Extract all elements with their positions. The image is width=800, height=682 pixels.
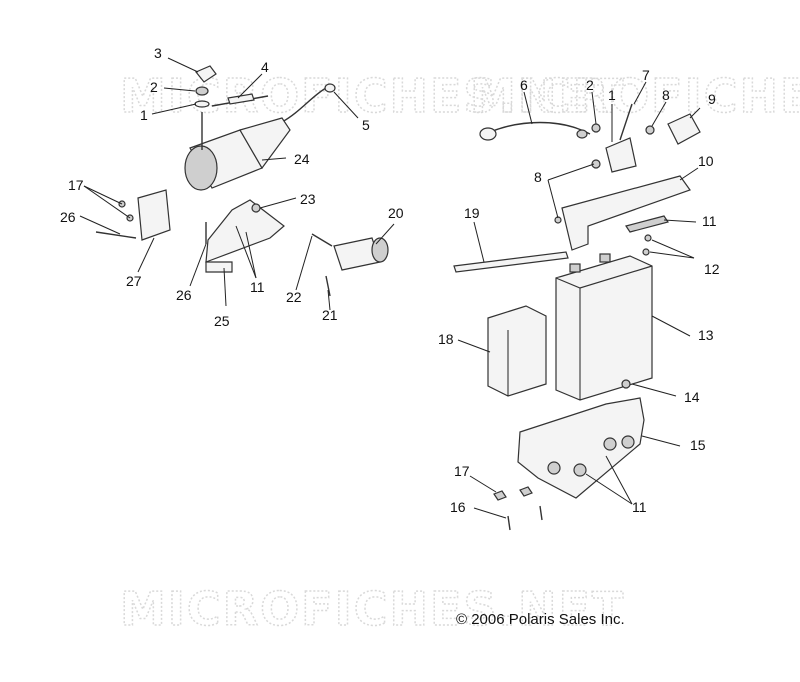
callout: 2 [150,79,158,95]
foam-pad [487,305,547,397]
watermark-top-right: MICROFICHES.NET [470,69,800,123]
cable-sleeve [227,93,255,105]
callout: 23 [300,191,316,207]
callout: 11 [632,499,647,515]
clip-23 [251,203,261,213]
bolt-14 [621,379,631,389]
cable-5 [281,87,327,123]
screw-12b [642,248,650,256]
callout: 20 [388,205,404,221]
nut-8a [645,125,655,135]
callout: 22 [286,289,302,305]
bolt-21 [325,275,331,297]
nut [195,86,209,96]
callout: 4 [261,59,269,75]
leader-lines [79,57,701,519]
tray-hole-a [603,437,617,451]
starter-motor-group [95,65,389,297]
motor-bracket [137,189,171,241]
bolt-16a [507,515,511,531]
bolt-22 [311,233,333,247]
battery-terminal-pos [599,253,611,263]
nut-17 [493,490,507,501]
callout: 11 [250,279,265,295]
terminal-cover [667,113,701,145]
nut-17b [519,486,533,497]
callout: 10 [698,153,714,169]
starter-motor-shaft [239,117,291,170]
callout: 7 [642,67,650,83]
battery-strap [453,251,569,273]
callout-numbers: 3 2 4 1 5 24 17 26 27 23 26 11 25 20 22 … [60,45,720,515]
callout: 1 [140,107,148,123]
callout: 5 [362,117,370,133]
callout: 16 [450,499,466,515]
cable-6-lug [479,127,497,141]
relay-lead [619,103,633,141]
washer [194,100,210,108]
callout: 1 [608,87,616,103]
bolt-16b [539,505,543,521]
battery-tray [517,397,645,499]
screw-12a [644,234,652,242]
callout: 25 [214,313,230,329]
callout: 21 [322,307,338,323]
callout: 26 [176,287,192,303]
callout: 9 [708,91,716,107]
callout: 24 [294,151,310,167]
copyright-text: © 2006 Polaris Sales Inc. [456,611,625,628]
callout: 15 [690,437,706,453]
callout: 8 [534,169,542,185]
cable-6 [489,121,591,135]
callout: 12 [704,261,720,277]
callout: 19 [464,205,480,221]
tray-hole-c [547,461,561,475]
callout: 17 [68,177,84,193]
callout: 8 [662,87,670,103]
mount-foot [205,261,233,273]
motor-mount [205,199,285,263]
callout: 18 [438,331,454,347]
callout: 6 [520,77,528,93]
watermark-bottom: MICROFICHES.NET [120,582,625,636]
callout: 27 [126,273,142,289]
callout: 2 [586,77,594,93]
callout: 14 [684,389,700,405]
callout: 11 [702,213,717,229]
relay [605,137,637,173]
solenoid-end [371,237,389,263]
battery-group [453,103,701,531]
battery-bracket [561,175,691,251]
cable-6-nut [576,129,588,139]
callout: 13 [698,327,714,343]
cable-5-end [324,83,336,93]
tray-hole-b [621,435,635,449]
terminal-cap [195,65,217,83]
starter-motor-end [184,145,218,191]
callout: 26 [60,209,76,225]
battery-terminal-neg [569,263,581,273]
nut-8b [591,159,601,169]
pad-11 [625,215,669,233]
screw-26 [95,231,137,239]
nut-2 [591,123,601,133]
callout: 17 [454,463,470,479]
tray-hole-d [573,463,587,477]
callout: 3 [154,45,162,61]
